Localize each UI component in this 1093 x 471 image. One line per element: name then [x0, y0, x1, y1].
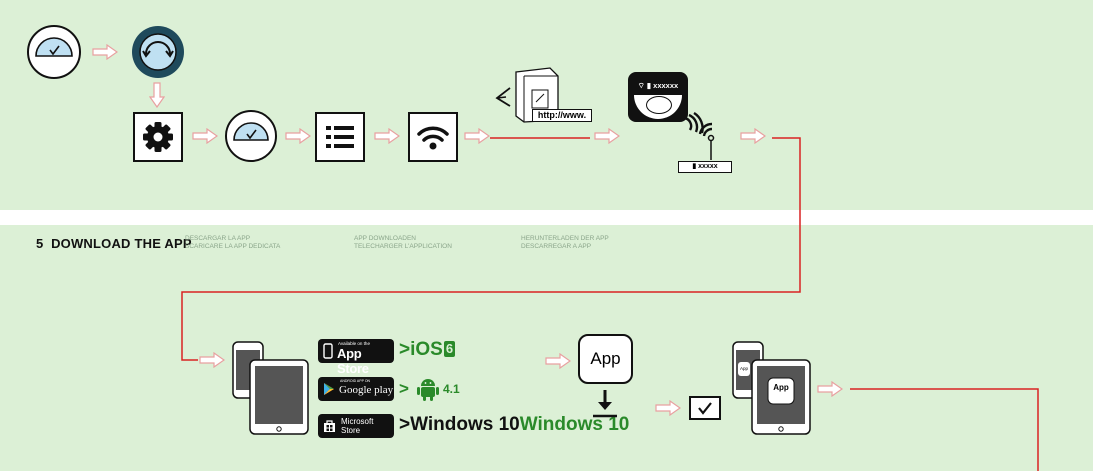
device-dial	[646, 96, 672, 114]
google-play-badge[interactable]: ANDROID APP ON Google play	[318, 377, 394, 401]
microsoft-store-line2: Store	[341, 426, 361, 435]
app-store-badge[interactable]: Available on the App Store	[318, 339, 394, 376]
gear-icon	[143, 122, 173, 152]
router-antenna-icon	[698, 122, 715, 160]
wifi-icon	[417, 126, 449, 150]
devices-with-app-icon	[732, 341, 811, 435]
flow-line-connector	[181, 137, 801, 361]
translation-fr: TELECHARGER L'APPLICATION	[354, 243, 452, 250]
wifi-lock-icon: ⌔ ▮	[637, 81, 654, 90]
settings-box	[133, 112, 183, 162]
reset-ring-icon	[132, 26, 184, 78]
flow-line-exit	[850, 388, 1039, 471]
router-label: ▮ xxxxx	[678, 161, 732, 173]
app-store-small: Available on the	[338, 341, 370, 346]
arrow-right-icon	[199, 352, 225, 368]
app-icon-label-tablet: App	[773, 383, 789, 392]
arrow-right-icon	[594, 128, 620, 144]
checkmark-icon	[698, 402, 712, 415]
android-requirement: >	[399, 379, 409, 398]
step-heading: DOWNLOAD THE APP	[51, 236, 192, 251]
google-play-small: ANDROID APP ON	[340, 379, 371, 383]
translation-group-3: HERUNTERLADEN DER APP DESCARREGAR A APP	[521, 235, 609, 251]
pointer-icon	[495, 87, 511, 107]
arrow-right-icon	[464, 128, 490, 144]
ios-version-badge: 6	[443, 341, 456, 357]
wifi-box	[408, 112, 458, 162]
step-number: 5	[36, 236, 44, 251]
arrow-right-icon	[545, 353, 571, 369]
translation-es: DESCARGAR LA APP	[185, 235, 251, 242]
arrow-right-icon	[192, 128, 218, 144]
arrow-right-icon	[92, 44, 118, 60]
arrow-right-icon	[655, 400, 681, 416]
translation-de: HERUNTERLADEN DER APP	[521, 235, 609, 242]
list-icon	[326, 126, 354, 148]
url-label: http://www.	[532, 109, 592, 122]
app-icon: App	[578, 334, 633, 384]
phone-tablet-icon	[232, 341, 309, 435]
gauge-icon	[27, 25, 81, 79]
translation-pt: DESCARREGAR A APP	[521, 243, 592, 250]
arrow-right-icon	[817, 381, 843, 397]
download-arrow-icon	[593, 390, 617, 418]
arrow-down-icon	[149, 82, 165, 108]
microsoft-store-badge[interactable]: Microsoft Store	[318, 414, 394, 438]
gauge-icon	[225, 110, 277, 162]
android-version: 4.1	[443, 382, 460, 396]
translation-group-2: APP DOWNLOADEN TELECHARGER L'APPLICATION	[354, 235, 452, 251]
translation-nl: APP DOWNLOADEN	[354, 235, 417, 242]
arrow-right-icon	[285, 128, 311, 144]
arrow-right-icon	[740, 128, 766, 144]
windows-requirement: >Windows 10Windows 10	[399, 414, 629, 436]
router-password: xxxxx	[698, 163, 718, 170]
device-password: xxxxxx	[653, 81, 679, 90]
phone-icon	[323, 343, 333, 359]
translation-it: SCARICARE LA APP DEDICATA	[185, 243, 281, 250]
translation-group-1: DESCARGAR LA APP SCARICARE LA APP DEDICA…	[185, 235, 280, 251]
windows-requirement-black: >Windows 10	[399, 414, 520, 435]
menu-box	[315, 112, 365, 162]
lock-icon: ▮	[692, 163, 699, 170]
app-store-text: App Store	[337, 346, 369, 376]
device-icon: ⌔ ▮ xxxxxx	[628, 72, 688, 122]
windows-requirement-green: Windows 10	[519, 414, 630, 435]
step-title: 5 DOWNLOAD THE APP	[36, 236, 192, 251]
arrow-right-icon	[374, 128, 400, 144]
app-icon-label-phone: App	[739, 366, 748, 371]
store-bag-icon	[324, 420, 335, 432]
signal-waves-icon	[683, 112, 704, 134]
play-triangle-icon	[324, 383, 334, 395]
google-play-text: Google play	[339, 384, 394, 396]
checkbox[interactable]	[689, 396, 721, 420]
android-robot-icon	[417, 379, 439, 401]
microsoft-store-line1: Microsoft	[341, 417, 374, 426]
